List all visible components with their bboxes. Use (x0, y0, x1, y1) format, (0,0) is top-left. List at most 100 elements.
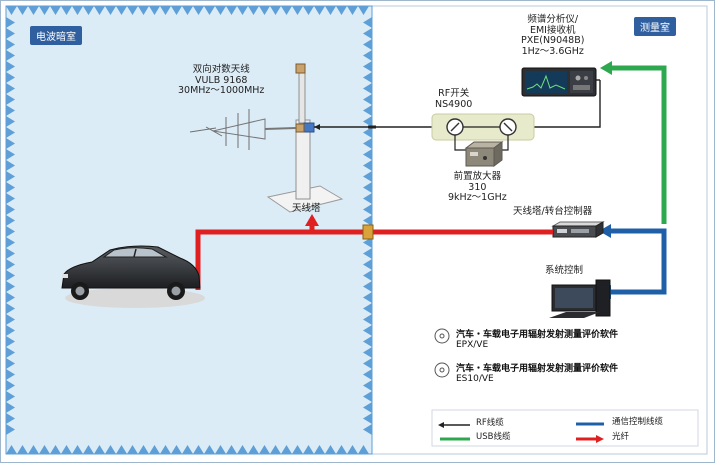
absorber-wedge (6, 149, 15, 160)
absorber-wedge (171, 6, 182, 15)
preamp-cable-in (454, 135, 466, 151)
absorber-wedge (325, 6, 336, 15)
absorber-wedge (363, 369, 372, 380)
absorber-wedge (215, 6, 226, 15)
software-item-2: 汽车・车载电子用辐射发射测量评价软件 ES10/VE (456, 361, 618, 384)
absorber-wedges (6, 6, 372, 454)
absorber-wedge (116, 445, 127, 454)
absorber-wedge (6, 413, 15, 424)
absorber-wedge (336, 6, 347, 15)
preamp-name: 前置放大器 (453, 171, 502, 182)
absorber-wedge (182, 445, 193, 454)
absorber-wedge (138, 6, 149, 15)
absorber-wedge (6, 347, 15, 358)
absorber-wedge (6, 358, 15, 369)
absorber-wedge (363, 237, 372, 248)
absorber-wedge (50, 445, 61, 454)
absorber-wedge (17, 445, 28, 454)
absorber-wedge (6, 237, 15, 248)
absorber-wedge (363, 182, 372, 193)
spectrum-analyzer (521, 67, 597, 97)
absorber-wedge (138, 445, 149, 454)
preamp-label: 前置放大器 310 9kHz～1GHz (448, 171, 507, 204)
legend-fiber-swatch (576, 435, 604, 443)
absorber-wedge (363, 28, 372, 39)
absorber-wedge (39, 6, 50, 15)
absorber-wedge (363, 336, 372, 347)
analyzer-range: 1Hz～3.6GHz (521, 45, 584, 57)
absorber-wedge (347, 445, 358, 454)
absorber-wedge (363, 50, 372, 61)
absorber-wedge (94, 6, 105, 15)
absorber-wedge (39, 445, 50, 454)
absorber-wedge (94, 445, 105, 454)
absorber-wedge (160, 6, 171, 15)
absorber-wedge (363, 39, 372, 50)
legend-usb-label: USB线缆 (476, 432, 511, 442)
antenna-mount (303, 122, 315, 133)
software-code-1: EPX/VE (456, 340, 489, 350)
antenna-mount-clamp (295, 123, 305, 133)
absorber-wedge (363, 17, 372, 28)
absorber-wedge (270, 445, 281, 454)
rf-switch-name: RF开关 (438, 88, 470, 99)
absorber-wedge (6, 17, 15, 28)
absorber-wedge (83, 6, 94, 15)
absorber-wedge (363, 160, 372, 171)
absorber-wedge (6, 380, 15, 391)
software-name-1: 汽车・车载电子用辐射发射测量评价软件 (456, 330, 619, 340)
absorber-wedge (6, 215, 15, 226)
absorber-wedge (363, 259, 372, 270)
absorber-wedge (6, 303, 15, 314)
absorber-wedge (259, 6, 270, 15)
absorber-wedge (6, 50, 15, 61)
legend-box (431, 409, 699, 447)
absorber-wedge (259, 445, 270, 454)
absorber-wedge (237, 6, 248, 15)
absorber-wedge (358, 6, 369, 15)
legend-rf-swatch (438, 422, 470, 428)
absorber-wedge (226, 6, 237, 15)
absorber-wedge (149, 6, 160, 15)
chamber-tag: 电波暗室 (30, 26, 82, 45)
antenna-label: 双向对数天线 VULB 9168 30MHz～1000MHz (178, 64, 264, 97)
absorber-wedge (50, 6, 61, 15)
fiber-cable (195, 214, 553, 290)
absorber-wedge (248, 445, 259, 454)
absorber-wedge (6, 204, 15, 215)
absorber-wedge (6, 72, 15, 83)
absorber-wedge (17, 6, 28, 15)
tower-turntable-controller (551, 221, 605, 238)
absorber-wedge (325, 445, 336, 454)
absorber-wedge (363, 248, 372, 259)
antenna-model: VULB 9168 (194, 74, 248, 86)
preamp-range: 9kHz～1GHz (448, 192, 507, 204)
absorber-wedge (215, 445, 226, 454)
absorber-wedge (6, 424, 15, 435)
absorber-wedge (363, 314, 372, 325)
software-disc-icon-2 (434, 362, 450, 378)
absorber-wedge (6, 6, 17, 15)
absorber-wedge (314, 6, 325, 15)
tower-label: 天线塔 (292, 203, 321, 214)
absorber-wedge (347, 6, 358, 15)
absorber-wedge (204, 445, 215, 454)
absorber-wedge (6, 336, 15, 347)
mast-cap (295, 63, 306, 74)
measurement-room-tag: 测量室 (634, 17, 676, 36)
absorber-wedge (363, 424, 372, 435)
absorber-wedge (270, 6, 281, 15)
absorber-wedge (193, 445, 204, 454)
absorber-wedge (363, 204, 372, 215)
absorber-wedge (6, 314, 15, 325)
absorber-wedge (281, 6, 292, 15)
absorber-wedge (363, 292, 372, 303)
software-code-2: ES10/VE (456, 374, 494, 384)
usb-cable (600, 61, 667, 224)
absorber-wedge (6, 39, 15, 50)
absorber-wedge (6, 402, 15, 413)
absorber-wedge (363, 303, 372, 314)
absorber-wedge (363, 325, 372, 336)
absorber-wedge (281, 445, 292, 454)
